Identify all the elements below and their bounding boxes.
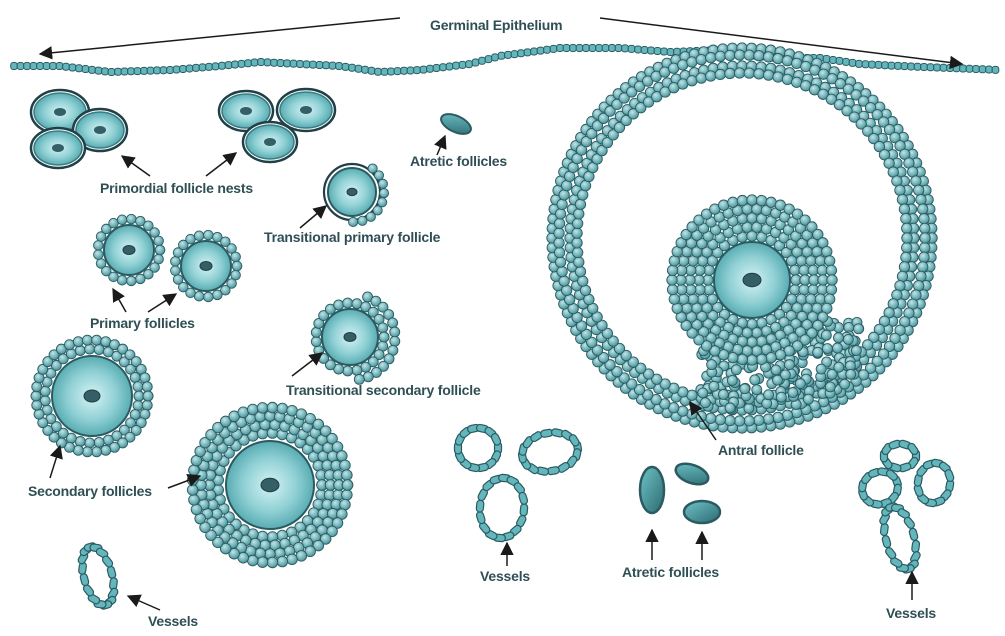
label-atretic-follicles-top: Atretic follicles <box>410 153 507 169</box>
label-atretic-follicles-bottom: Atretic follicles <box>622 564 719 580</box>
transitional-secondary-follicle <box>311 292 399 384</box>
arrow-primordial-left <box>122 156 150 176</box>
label-transitional-primary-follicle: Transitional primary follicle <box>264 229 441 245</box>
label-primordial-follicle-nests: Primordial follicle nests <box>100 180 253 196</box>
transitional-primary-follicle <box>324 164 389 227</box>
antral-follicle <box>547 43 937 433</box>
arrow-primary-right <box>148 294 176 312</box>
label-vessels-right: Vessels <box>886 605 936 621</box>
arrow-epithelium-left <box>40 18 400 54</box>
primary-follicle-2 <box>171 230 242 301</box>
arrow-vessels-left <box>128 596 160 610</box>
secondary-follicle-1 <box>31 335 153 457</box>
label-secondary-follicles: Secondary follicles <box>28 483 152 499</box>
arrow-secondary-left <box>50 446 60 478</box>
label-primary-follicles: Primary follicles <box>90 315 195 331</box>
primordial-follicle-nest-right <box>219 89 335 162</box>
arrow-transitional-primary <box>300 206 326 228</box>
atretic-follicle-bottom-3 <box>684 501 720 523</box>
atretic-follicle-top <box>438 110 474 138</box>
vessels-center-group <box>454 424 585 544</box>
arrow-transitional-secondary <box>292 353 322 376</box>
label-germinal-epithelium: Germinal Epithelium <box>430 17 562 33</box>
label-transitional-secondary-follicle: Transitional secondary follicle <box>286 382 481 398</box>
vessels-right-group <box>853 439 958 577</box>
primary-follicle-1 <box>94 214 165 285</box>
secondary-follicle-2 <box>187 402 352 568</box>
label-vessels-center: Vessels <box>480 568 530 584</box>
arrow-primary-left <box>113 289 126 312</box>
arrow-primordial-right <box>206 153 236 176</box>
atretic-follicle-bottom-2 <box>673 460 711 489</box>
primordial-follicle-nest-left <box>31 90 127 168</box>
vessels-left-group <box>71 539 124 613</box>
label-vessels-left: Vessels <box>148 613 198 629</box>
label-antral-follicle: Antral follicle <box>718 442 804 458</box>
atretic-follicle-bottom-1 <box>640 467 664 513</box>
